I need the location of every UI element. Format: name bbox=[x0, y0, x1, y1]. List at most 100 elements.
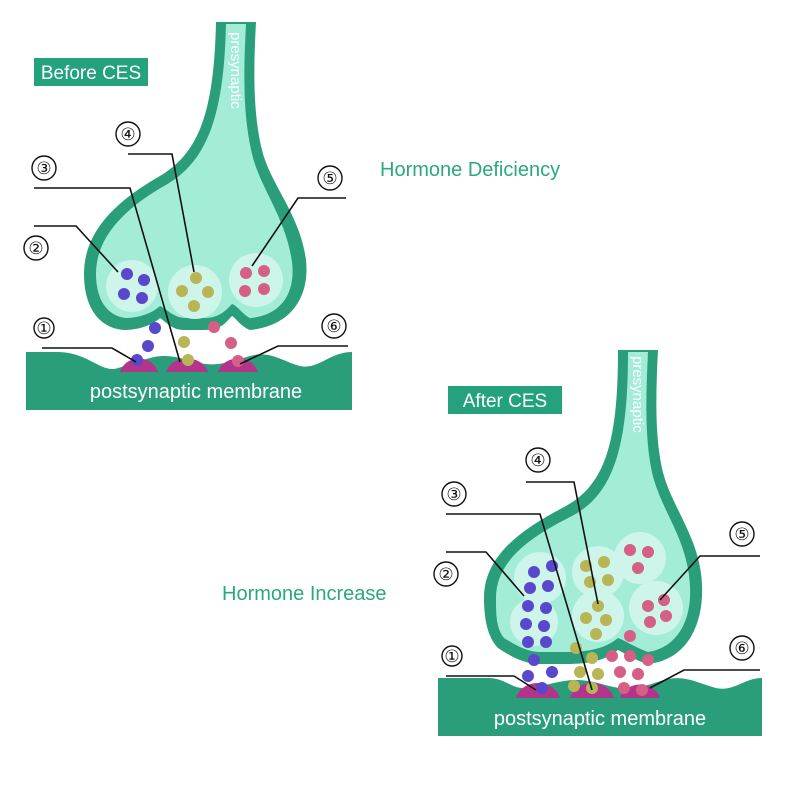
molecule-blue bbox=[138, 274, 150, 286]
before-callout-1: ① bbox=[33, 317, 55, 339]
molecule-pink bbox=[632, 668, 644, 680]
before-molecules bbox=[118, 265, 270, 367]
molecule-blue bbox=[538, 620, 550, 632]
after-vesicle-pink bbox=[629, 581, 683, 635]
molecule-olive bbox=[176, 285, 188, 297]
molecule-olive bbox=[590, 628, 602, 640]
before-leader-2 bbox=[34, 225, 119, 273]
molecule-blue bbox=[118, 288, 130, 300]
before-callout-6-label: ⑥ bbox=[326, 317, 341, 337]
before-callout-5-label: ⑤ bbox=[322, 169, 337, 189]
molecule-pink bbox=[632, 562, 644, 574]
before-terminal-interior bbox=[96, 24, 293, 318]
molecule-olive bbox=[602, 574, 614, 586]
molecule-olive bbox=[190, 272, 202, 284]
after-leader-6 bbox=[649, 669, 760, 689]
after-leader-2 bbox=[446, 551, 525, 597]
before-caption: Hormone Deficiency bbox=[380, 159, 560, 181]
before-leader-1 bbox=[42, 347, 137, 363]
after-callout-6-label: ⑥ bbox=[734, 639, 749, 659]
after-membrane-base bbox=[438, 698, 762, 736]
after-presynaptic-label: presynaptic bbox=[629, 356, 646, 433]
after-callout-2-label: ② bbox=[438, 565, 453, 585]
before-callout-4-label: ④ bbox=[120, 125, 135, 145]
after-leader-3 bbox=[446, 513, 593, 691]
after-leader-1 bbox=[446, 675, 537, 691]
molecule-pink bbox=[636, 684, 648, 696]
molecule-blue bbox=[528, 566, 540, 578]
molecule-blue bbox=[542, 580, 554, 592]
after-callout-6: ⑥ bbox=[729, 635, 755, 661]
after-callout-4: ④ bbox=[525, 447, 551, 473]
molecule-pink bbox=[240, 267, 252, 279]
before-membrane-base bbox=[26, 372, 352, 410]
molecule-olive bbox=[592, 600, 604, 612]
molecule-pink bbox=[660, 610, 672, 622]
before-tag-box bbox=[34, 58, 148, 86]
molecule-blue bbox=[528, 654, 540, 666]
molecule-pink bbox=[258, 265, 270, 277]
molecule-pink bbox=[644, 616, 656, 628]
molecule-blue bbox=[131, 354, 143, 366]
before-leader-4 bbox=[128, 153, 195, 273]
before-presynaptic-label: presynaptic bbox=[227, 32, 244, 109]
molecule-blue bbox=[536, 682, 548, 694]
molecule-pink bbox=[614, 666, 626, 678]
after-vesicle-pink bbox=[614, 532, 666, 584]
molecule-pink bbox=[225, 337, 237, 349]
before-callout-1-label: ① bbox=[36, 319, 51, 339]
molecule-olive bbox=[202, 286, 214, 298]
before-vesicle-olive bbox=[168, 265, 222, 319]
after-membrane-label: postsynaptic membrane bbox=[494, 708, 706, 730]
molecule-pink bbox=[624, 544, 636, 556]
after-tag-label: After CES bbox=[463, 391, 547, 412]
molecule-blue bbox=[142, 340, 154, 352]
after-leader-4 bbox=[526, 481, 599, 605]
after-callout-4-label: ④ bbox=[530, 451, 545, 471]
before-membrane-label: postsynaptic membrane bbox=[90, 381, 302, 403]
molecule-pink bbox=[232, 355, 244, 367]
molecule-olive bbox=[580, 612, 592, 624]
molecule-blue bbox=[522, 636, 534, 648]
molecule-olive bbox=[600, 614, 612, 626]
after-callout-3-label: ③ bbox=[446, 485, 461, 505]
after-callout-3: ③ bbox=[441, 481, 467, 507]
molecule-blue bbox=[540, 602, 552, 614]
before-leader-lines bbox=[34, 153, 348, 365]
molecule-blue bbox=[522, 670, 534, 682]
molecule-olive bbox=[568, 680, 580, 692]
after-leader-lines bbox=[446, 481, 760, 691]
before-callout-6: ⑥ bbox=[321, 313, 347, 339]
molecule-olive bbox=[580, 560, 592, 572]
molecule-blue bbox=[546, 666, 558, 678]
molecule-blue bbox=[524, 582, 536, 594]
before-leader-5 bbox=[251, 197, 346, 267]
molecule-olive bbox=[598, 556, 610, 568]
molecule-blue bbox=[121, 268, 133, 280]
molecule-pink bbox=[642, 600, 654, 612]
molecule-olive bbox=[188, 300, 200, 312]
after-caption: Hormone Increase bbox=[222, 583, 387, 605]
before-callout-2: ② bbox=[23, 235, 49, 261]
molecule-blue bbox=[149, 322, 161, 334]
molecule-pink bbox=[642, 654, 654, 666]
after-callout-2: ② bbox=[433, 561, 459, 587]
before-leader-3 bbox=[34, 187, 181, 363]
molecule-pink bbox=[624, 650, 636, 662]
molecule-blue bbox=[136, 292, 148, 304]
molecule-olive bbox=[586, 652, 598, 664]
after-callout-5: ⑤ bbox=[729, 521, 755, 547]
before-leader-6 bbox=[239, 345, 348, 365]
molecule-pink bbox=[208, 321, 220, 333]
before-tag-label: Before CES bbox=[41, 63, 141, 84]
after-callout-1-label: ① bbox=[444, 647, 459, 667]
molecule-pink bbox=[606, 650, 618, 662]
molecule-olive bbox=[574, 666, 586, 678]
molecule-pink bbox=[618, 682, 630, 694]
molecule-olive bbox=[592, 668, 604, 680]
molecule-pink bbox=[658, 594, 670, 606]
panel-before: Before CES Hormone Deficiency postsynapt… bbox=[23, 22, 560, 410]
molecule-olive bbox=[178, 336, 190, 348]
molecule-blue bbox=[540, 636, 552, 648]
